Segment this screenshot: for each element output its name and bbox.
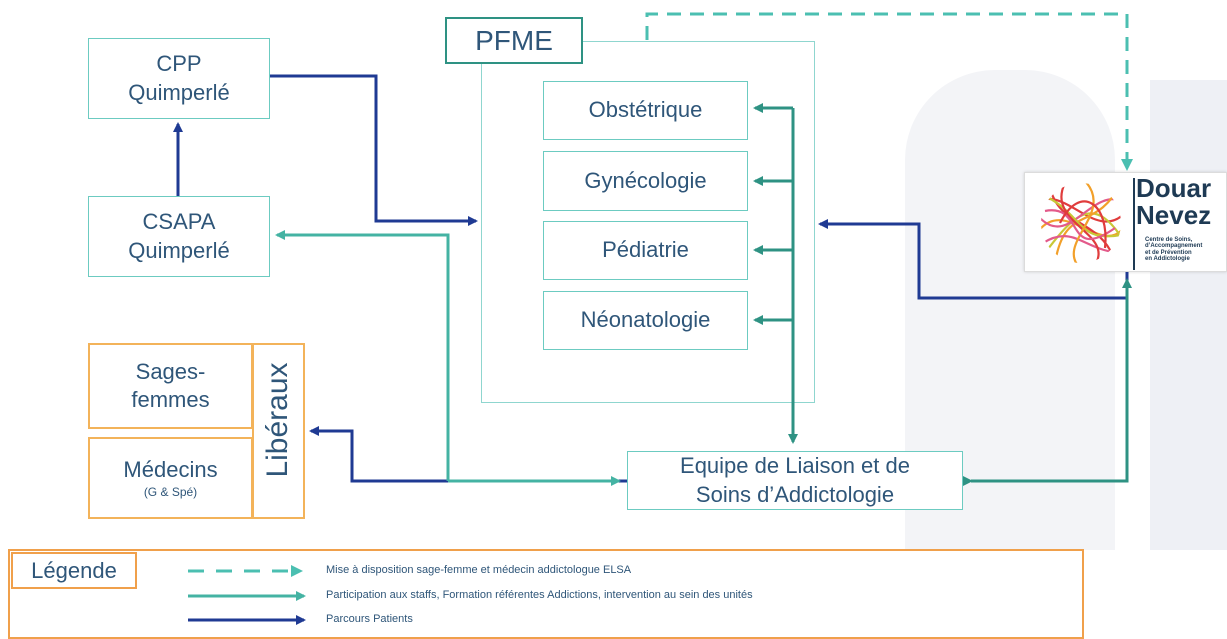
douar-nevez-emblem xyxy=(1041,183,1121,263)
legend-item-teal: Participation aux staffs, Formation réfé… xyxy=(326,589,753,601)
legend-item-dashed: Mise à disposition sage-femme et médecin… xyxy=(326,564,632,576)
arrow-douar-to-pfme xyxy=(818,219,1129,300)
arrow-cpp-to-pfme xyxy=(270,74,478,226)
medecins-box: Médecins (G & Spé) xyxy=(88,437,253,519)
douar-nevez-title: Douar Nevez xyxy=(1136,173,1212,230)
douar-nevez-subtitle: Centre de Soins, d’Accompagnement et de … xyxy=(1145,237,1203,262)
background-shape xyxy=(1150,80,1227,550)
legend-item-navy: Parcours Patients xyxy=(326,613,413,625)
sages-femmes-box: Sages- femmes xyxy=(88,343,253,429)
arrow-elsa-to-liberaux xyxy=(309,426,627,483)
douar-nevez-logo xyxy=(1024,172,1227,272)
douar-nevez-divider xyxy=(1133,178,1135,270)
liberaux-frame xyxy=(252,343,305,519)
arrow-elsa-douar xyxy=(963,278,1132,486)
unit-pediatrie: Pédiatrie xyxy=(543,221,748,280)
cpp-quimperle-box: CPP Quimperlé xyxy=(88,38,270,119)
csapa-quimperle-box: CSAPA Quimperlé xyxy=(88,196,270,277)
arrow-pfme-to-douar xyxy=(645,12,1133,171)
elsa-box: Equipe de Liaison et de Soins d’Addictol… xyxy=(627,451,963,510)
unit-gynecologie: Gynécologie xyxy=(543,151,748,211)
unit-obstetrique: Obstétrique xyxy=(543,81,748,140)
arrow-to-csapa xyxy=(275,230,450,481)
medecins-sub-label: (G & Spé) xyxy=(143,484,198,499)
pfme-label: PFME xyxy=(445,17,583,64)
pfme-frame xyxy=(481,41,815,403)
legend-title: Légende xyxy=(11,552,137,589)
medecins-label: Médecins xyxy=(123,456,218,482)
unit-neonatologie: Néonatologie xyxy=(543,291,748,350)
